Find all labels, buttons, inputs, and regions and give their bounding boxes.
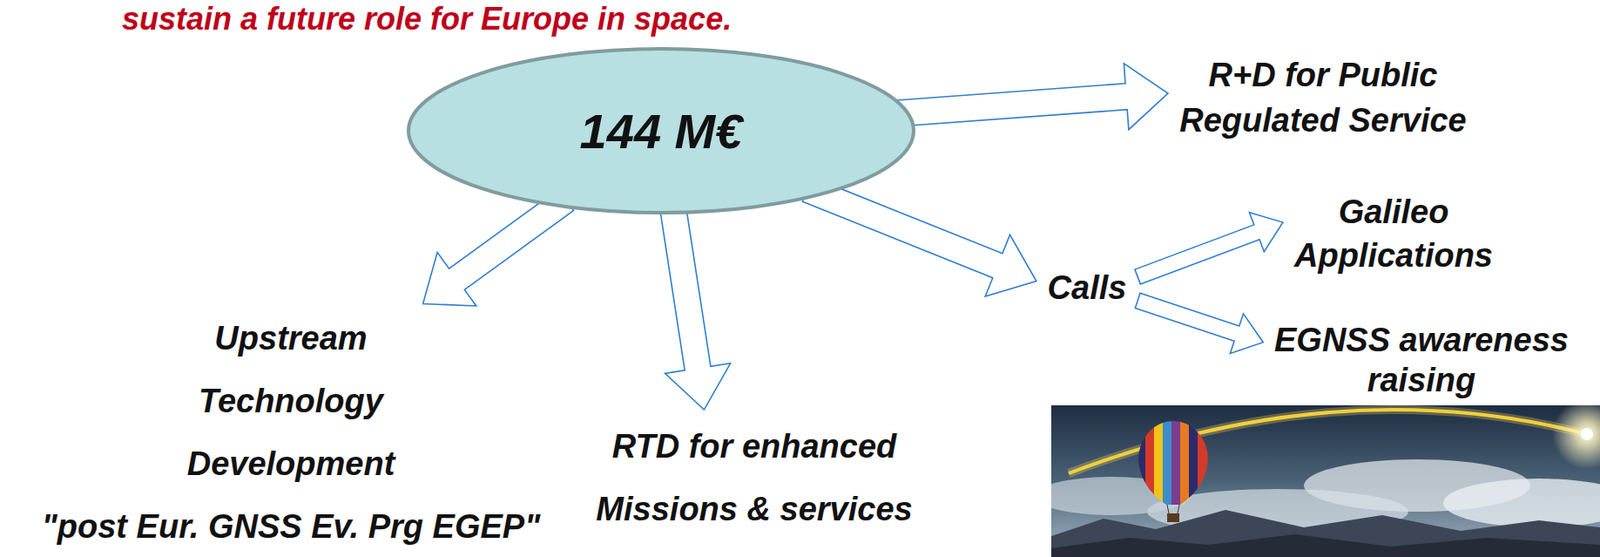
block-arrow [884,63,1168,130]
text-node: R+D for Public Regulated Service [1173,52,1473,143]
text-node: Calls [1041,264,1134,311]
node-note: "post Eur. GNSS Ev. Prg EGEP" [40,494,542,557]
budget-ellipse: 144 M€ [405,46,917,216]
block-arrow [1134,212,1283,284]
block-arrow [660,204,731,410]
text-node: EGNSS awareness raising [1268,319,1575,400]
node-label: EGNSS awareness raising [1273,319,1570,400]
block-arrow [1134,292,1263,353]
block-arrow [423,189,574,306]
node-label: RTD for enhanced Missions & services [594,414,914,541]
text-node: Upstream Technology Development"post Eur… [35,306,547,557]
block-arrow [802,176,1037,297]
node-label: Calls [1046,264,1128,311]
ellipse-shape [408,48,914,213]
balloon-photo [1051,405,1600,557]
node-label: Upstream Technology Development [164,306,418,495]
slide-heading: sustain a future role for Europe in spac… [121,1,732,37]
node-label: R+D for Public Regulated Service [1178,52,1468,143]
text-node: RTD for enhanced Missions & services [589,414,919,541]
node-label: Galileo Applications [1293,189,1495,277]
text-node: Galileo Applications [1288,189,1500,277]
node-label: 144 M€ [580,102,743,160]
